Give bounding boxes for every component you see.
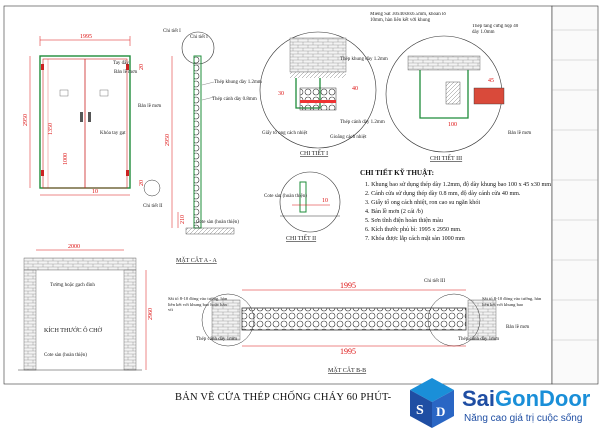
detail-iii-dim-a: 45 bbox=[488, 78, 494, 84]
opening-height-dim: 2960 bbox=[148, 308, 154, 320]
detail-iii-dim-b: 100 bbox=[448, 122, 457, 128]
section-aa-bottom-dim: 210 bbox=[180, 215, 186, 224]
detail-i-title: CHI TIẾT I bbox=[300, 149, 328, 157]
opening-wall-label: Tường hoặc gạch đinh bbox=[50, 283, 95, 288]
detail-i-dim-b: 40 bbox=[352, 86, 358, 92]
notes-title: CHI TIẾT KỸ THUẬT: bbox=[360, 167, 434, 177]
section-bb-title: MẶT CẮT B-B bbox=[328, 366, 366, 374]
label-detail-ii-ref: Chi tiết II bbox=[143, 204, 163, 209]
label-lock: Khóa tay gạt bbox=[100, 131, 126, 136]
detail-ii-title: CHI TIẾT II bbox=[286, 234, 316, 242]
section-bb-anchor-left: Sắt tổ 8-10 đóng vào tường, hàn liên kết… bbox=[168, 296, 228, 313]
svg-text:SaiGonDoor: SaiGonDoor bbox=[462, 386, 591, 411]
elevation-side-bottom: 20 bbox=[139, 180, 145, 186]
section-bb-top-dim: 1995 bbox=[340, 281, 356, 290]
brand-name-part2: GonDoor bbox=[495, 386, 591, 411]
detail-ii-dim: 10 bbox=[322, 198, 328, 204]
note-item: 5. Sơn tĩnh điện hoàn thiện màu bbox=[365, 218, 443, 224]
section-aa-frame-label: Thép khung dày 1.2mm bbox=[214, 80, 262, 85]
detail-iii-hinge-label: Bản lề mơn bbox=[508, 131, 532, 136]
opening-width-dim: 2000 bbox=[68, 244, 80, 250]
cube-logo-icon: S D bbox=[410, 378, 454, 428]
detail-iii-anchor-label: Miếng Sắt 30x40x8x6.5mm, khoan lỗ 10mm, … bbox=[370, 12, 446, 23]
label-hinge-bottom: Bản lề mơn bbox=[138, 104, 162, 109]
label-detail-i-ref: Chi tiết I bbox=[163, 29, 181, 34]
label-hinge-top: Bản lề mơn bbox=[114, 70, 138, 75]
section-bb-detail-iii-ref: Chi tiết III bbox=[424, 279, 445, 284]
svg-text:D: D bbox=[436, 404, 445, 419]
label-handle: Tay đẩy bbox=[113, 60, 129, 66]
section-bb-frame-right: Thép cánh dày 1mm bbox=[458, 337, 499, 342]
elevation-panel-dim-1: 1350 bbox=[48, 123, 54, 135]
detail-i-frame-label: Thép khung dày 1.2mm bbox=[340, 57, 388, 62]
detail-i: 30 40 Thép khung dày 1.2mm Giấy tổ ong c… bbox=[259, 31, 388, 157]
note-item: 2. Cánh cửa sử dụng thép dày 0.8 mm, độ … bbox=[365, 191, 521, 197]
section-aa-height-dim: 2950 bbox=[165, 134, 171, 146]
detail-i-dim-a: 30 bbox=[278, 91, 284, 97]
note-item: 3. Giấy tổ ong cách nhiệt, ron cao su ng… bbox=[365, 199, 480, 206]
section-bb-frame-left: Thép cánh dày 1mm bbox=[196, 337, 237, 342]
elevation-panel-dim-2: 1000 bbox=[63, 153, 69, 165]
section-aa-detail-i-ref: Chi tiết I bbox=[190, 35, 208, 40]
drawing-title: BẢN VẼ CỬA THÉP CHỐNG CHÁY 60 PHÚT- bbox=[175, 390, 392, 403]
section-bb-hinge: Bản lề mơn bbox=[506, 325, 530, 330]
opening-size-view: 2000 2960 Tường hoặc gạch đinh KÍCH THƯỚ… bbox=[18, 244, 154, 371]
detail-i-gasket-label: Gioăng cách nhiệt bbox=[330, 135, 367, 140]
detail-i-leaf-label: Thép cánh dày 1.2mm bbox=[340, 120, 385, 125]
note-item: 6. Kích thước phủ bì: 1995 x 2950 mm. bbox=[365, 227, 462, 233]
detail-iii: 45 100 Miếng Sắt 30x40x8x6.5mm, khoan lỗ… bbox=[370, 12, 532, 162]
detail-i-insulation-label: Giấy tổ ong cách nhiệt bbox=[262, 130, 308, 136]
note-item: 4. Bản lề mơn (2 cái /b) bbox=[365, 208, 423, 215]
technical-notes: CHI TIẾT KỸ THUẬT: 1. Khung bao sử dụng … bbox=[360, 167, 551, 242]
note-item: 7. Khóa được lắp cách mặt sàn 1000 mm bbox=[365, 235, 465, 242]
elevation-width-dim: 1995 bbox=[80, 34, 92, 40]
svg-text:S: S bbox=[416, 403, 424, 418]
section-bb-bottom-dim: 1995 bbox=[340, 347, 356, 356]
section-bb: 1995 1995 Chi tiết III Sắt tổ 8-10 đóng … bbox=[168, 279, 542, 374]
elevation-bottom-dim: 10 bbox=[92, 189, 98, 195]
brand-tagline: Năng cao giá trị cuộc sống bbox=[464, 412, 582, 424]
detail-iii-frame-label: Thép tăng cứng hộp 40 dày 1.0mm bbox=[472, 24, 519, 35]
detail-ii-floor-label: Cote sàn (hoàn thiện) bbox=[264, 194, 307, 199]
section-aa-leaf-label: Thép cánh dày 0.8mm bbox=[212, 97, 257, 102]
section-aa: Chi tiết I 2950 210 Thép khung dày 1.2mm… bbox=[165, 31, 262, 264]
section-aa-title: MẶT CẮT A - A bbox=[176, 256, 217, 264]
opening-title: KÍCH THƯỚC Ô CHỜ bbox=[44, 326, 103, 334]
title-block bbox=[551, 5, 599, 385]
detail-iii-title: CHI TIẾT III bbox=[430, 154, 462, 162]
elevation-side-top: 20 bbox=[139, 64, 145, 70]
section-bb-anchor-right: Sắt tổ 8-10 đóng vào tường, hàn liên kết… bbox=[482, 296, 542, 307]
detail-ii: 10 Cote sàn (hoàn thiện) CHI TIẾT II bbox=[264, 171, 341, 242]
brand-name-part1: Sai bbox=[462, 386, 495, 411]
saigondoor-logo: S D SaiGonDoor Năng cao giá trị cuộc sốn… bbox=[410, 378, 591, 428]
elevation-view: 1995 2950 1350 1000 20 20 10 Bản lề mơn … bbox=[23, 29, 181, 209]
section-aa-floor-label: Cote sàn (hoàn thiện) bbox=[196, 220, 239, 225]
opening-floor-label: Cote sàn (hoàn thiện) bbox=[44, 353, 87, 358]
note-item: 1. Khung bao sử dụng thép dày 1.2mm, độ … bbox=[365, 182, 551, 188]
elevation-height-dim: 2950 bbox=[23, 114, 29, 126]
